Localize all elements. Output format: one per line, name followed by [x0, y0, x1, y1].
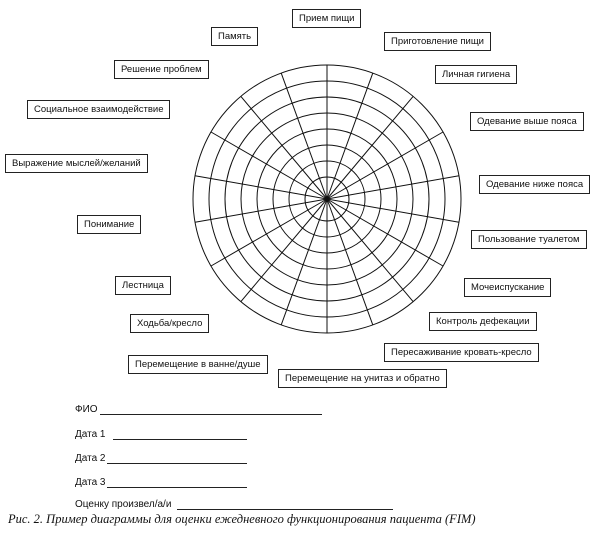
label-expression: Выражение мыслей/желаний: [5, 154, 148, 173]
date2-line: Дата 2: [75, 452, 248, 464]
wheel-spoke: [326, 72, 374, 200]
wheel-spoke: [280, 72, 328, 200]
wheel-spoke: [326, 198, 374, 326]
wheel-spoke: [326, 175, 460, 200]
date1-line: Дата 1: [75, 428, 248, 440]
wheel-spoke: [326, 131, 444, 200]
label-comprehension: Понимание: [77, 215, 142, 234]
date3-input[interactable]: [107, 476, 248, 488]
wheel-spoke: [194, 198, 328, 223]
fio-line: ФИО: [75, 403, 322, 415]
date3-label: Дата 3: [75, 477, 106, 488]
wheel-spoke: [210, 198, 328, 267]
date2-input[interactable]: [107, 452, 248, 464]
label-dressing-lower: Одевание ниже пояса: [479, 175, 591, 194]
evaluator-input[interactable]: [177, 498, 394, 510]
label-locomotion: Ходьба/кресло: [130, 314, 210, 333]
date1-label: Дата 1: [75, 429, 106, 440]
date1-input[interactable]: [113, 428, 248, 440]
label-transfer-toilet: Перемещение на унитаз и обратно: [278, 369, 447, 388]
label-stairs: Лестница: [115, 276, 171, 295]
label-transfer-bed-chair: Пересаживание кровать-кресло: [384, 343, 539, 362]
wheel-spoke: [194, 175, 328, 200]
wheel-spoke: [326, 198, 414, 302]
label-toileting: Пользование туалетом: [471, 230, 587, 249]
label-social-interaction: Социальное взаимодействие: [27, 100, 171, 119]
wheel-spoke: [240, 198, 328, 302]
date3-line: Дата 3: [75, 476, 248, 488]
fio-input[interactable]: [99, 403, 322, 415]
label-eating: Прием пищи: [292, 9, 362, 28]
label-problem-solving: Решение проблем: [114, 60, 209, 79]
evaluator-label: Оценку произвел/а/и: [75, 499, 172, 510]
wheel-spoke: [326, 96, 414, 200]
label-memory: Память: [211, 27, 259, 46]
fim-wheel-diagram: [192, 64, 462, 334]
label-transfer-tub: Перемещение в ванне/душе: [128, 355, 268, 374]
label-dressing-upper: Одевание выше пояса: [470, 112, 584, 131]
wheel-spoke: [210, 131, 328, 200]
label-bowel: Контроль дефекации: [429, 312, 537, 331]
figure-caption: Рис. 2. Пример диаграммы для оценки ежед…: [8, 512, 476, 526]
wheel-spoke: [240, 96, 328, 200]
evaluator-line: Оценку произвел/а/и: [75, 498, 394, 510]
date2-label: Дата 2: [75, 453, 106, 464]
label-bladder: Мочеиспускание: [464, 278, 552, 297]
fio-label: ФИО: [75, 404, 98, 415]
wheel-spoke: [326, 198, 460, 223]
label-personal-hygiene: Личная гигиена: [435, 65, 518, 84]
wheel-spoke: [326, 198, 444, 267]
label-meal-preparation: Приготовление пищи: [384, 32, 491, 51]
wheel-spoke: [280, 198, 328, 326]
